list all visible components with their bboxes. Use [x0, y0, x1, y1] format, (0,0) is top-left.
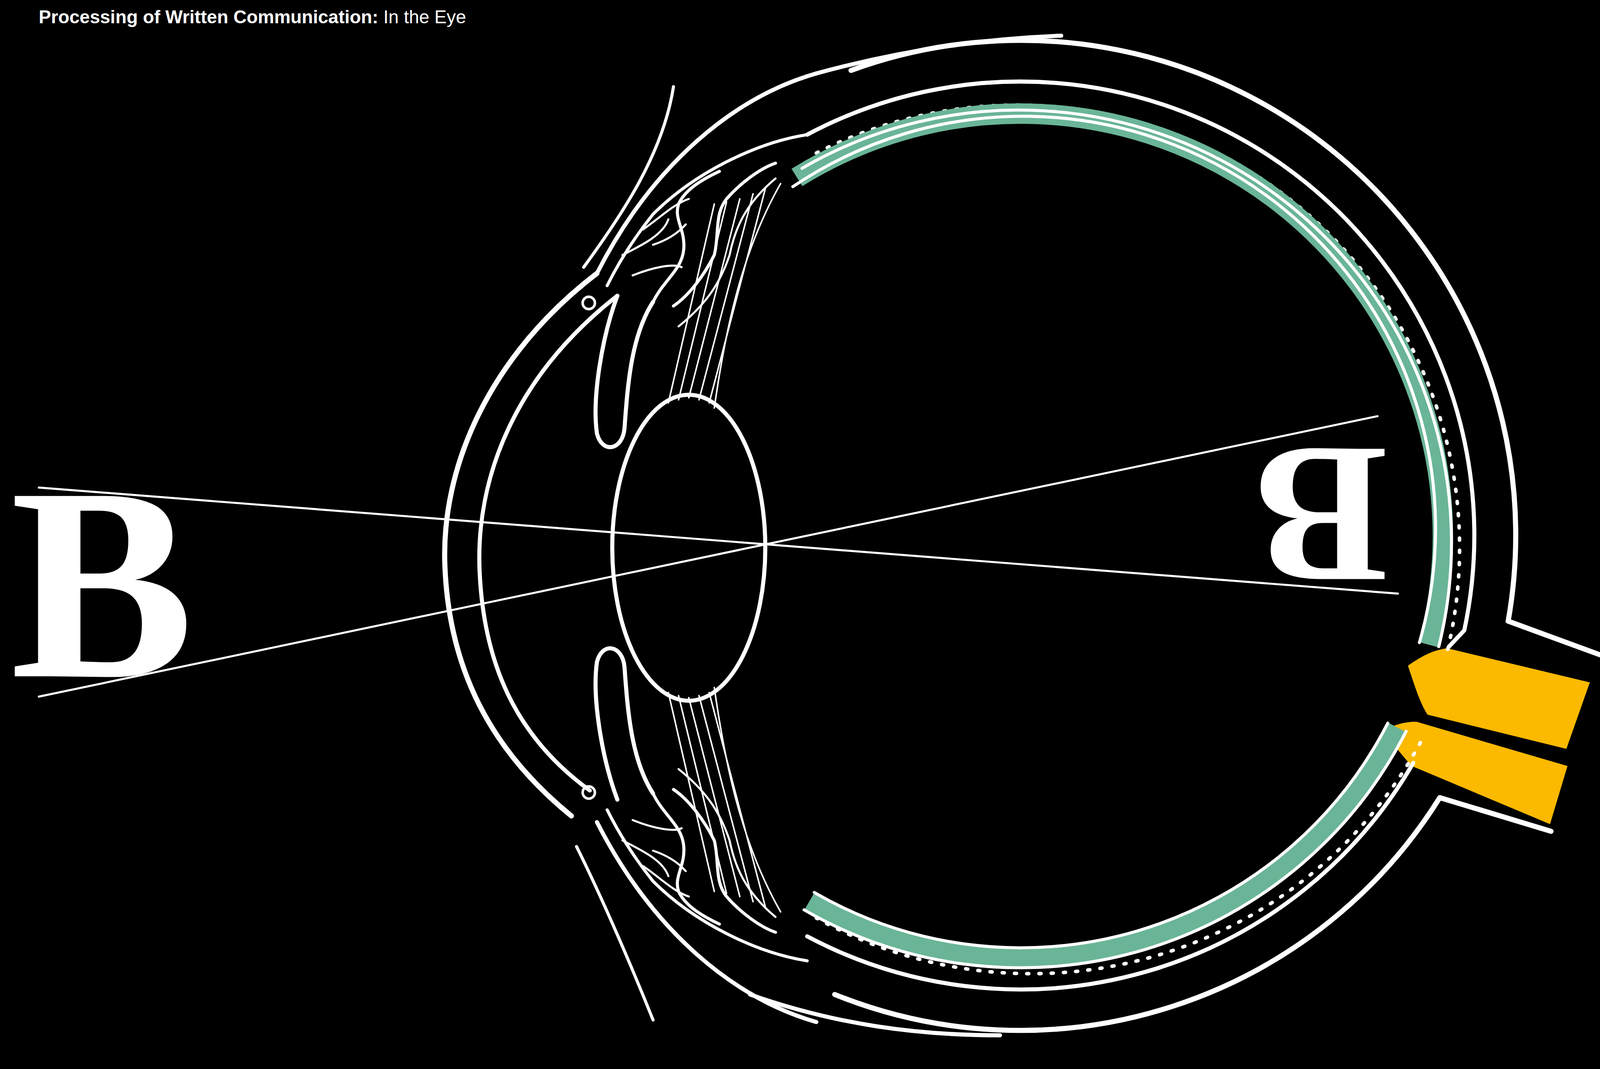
- subtitle: In the Eye: [383, 6, 467, 29]
- title: Processing of Written Communication:: [38, 6, 379, 29]
- object-letter: B: [10, 445, 195, 722]
- heading-row: Processing of Written Communication:In t…: [38, 6, 466, 29]
- retinal-image-letter: B: [1255, 416, 1388, 616]
